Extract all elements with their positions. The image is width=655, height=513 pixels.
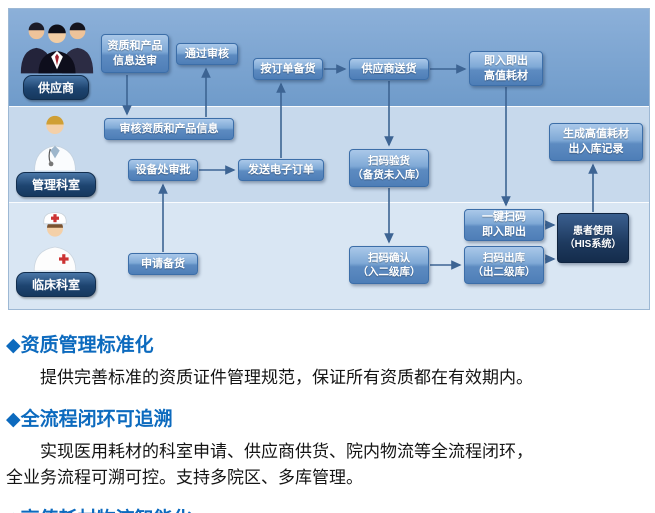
lane-label-management: 管理科室: [16, 172, 96, 197]
section-smart-logistics: ◆高值耗材物流智能化: [6, 504, 651, 513]
flow-box-instant-in-out: 即入即出 高值耗材: [469, 51, 543, 86]
flow-box-prepare-by-order: 按订单备货: [253, 58, 323, 80]
flow-box-scan-out: 扫码出库 （出二级库）: [464, 246, 544, 284]
section-paragraph-closed-loop-line2: 全业务流程可溯可控。支持多院区、多库管理。: [6, 468, 363, 488]
flow-box-submit-qualification: 资质和产品 信息送审: [101, 34, 169, 73]
feature-sections: ◆资质管理标准化 提供完善标准的资质证件管理规范，保证所有资质都在有效期内。 ◆…: [6, 330, 651, 513]
section-closed-loop: ◆全流程闭环可追溯 实现医用耗材的科室申请、供应商供货、院内物流等全流程闭环， …: [6, 404, 651, 491]
lane-label-clinical: 临床科室: [16, 272, 96, 297]
section-heading-smart-logistics: ◆高值耗材物流智能化: [6, 504, 651, 513]
section-paragraph-closed-loop-line1: 实现医用耗材的科室申请、供应商供货、院内物流等全流程闭环，: [40, 441, 533, 461]
flow-box-patient-use-his: 患者使用 （HIS系统）: [557, 213, 629, 263]
flow-box-generate-record: 生成高值耗材 出入库记录: [549, 123, 643, 161]
flow-box-supplier-delivery: 供应商送货: [349, 58, 429, 80]
nurse-avatar-icon: [33, 212, 77, 271]
flow-box-scan-inspect: 扫码验货 （备货未入库）: [349, 149, 429, 187]
lane-clinical: [9, 202, 649, 309]
flow-box-apply-stock: 申请备货: [128, 253, 198, 275]
flow-box-pass-review: 通过审核: [176, 43, 238, 65]
flow-box-equipment-approval: 设备处审批: [128, 159, 198, 181]
doctor-avatar-icon: [34, 115, 76, 171]
flow-box-one-key-scan: 一键扫码 即入即出: [464, 209, 544, 241]
section-heading-qualification: ◆资质管理标准化: [6, 335, 154, 356]
section-paragraph-qualification: 提供完善标准的资质证件管理规范，保证所有资质都在有效期内。: [40, 368, 533, 387]
supplier-group-avatar-icon: [20, 22, 94, 74]
section-heading-closed-loop: ◆全流程闭环可追溯: [6, 408, 173, 430]
flow-box-scan-confirm: 扫码确认 （入二级库）: [349, 246, 429, 284]
flowchart-panel: 供应商 管理科室 临床科室 资质和产品 信息送审 通过审核 按订单备货 供应商送…: [8, 8, 650, 310]
flow-box-review-qualification: 审核资质和产品信息: [104, 118, 234, 140]
flow-box-send-e-order: 发送电子订单: [238, 159, 324, 181]
section-qualification: ◆资质管理标准化 提供完善标准的资质证件管理规范，保证所有资质都在有效期内。: [6, 330, 651, 391]
lane-label-supplier: 供应商: [23, 75, 89, 100]
